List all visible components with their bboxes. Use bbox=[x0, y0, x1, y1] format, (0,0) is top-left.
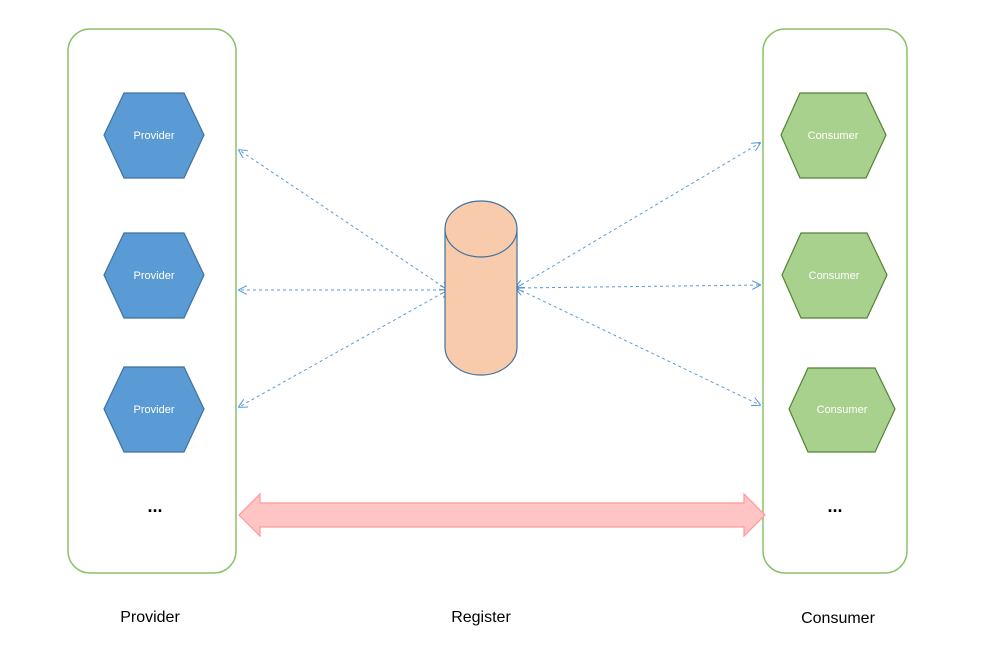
consumer-more: ... bbox=[827, 496, 842, 516]
dashed-arrow bbox=[239, 150, 448, 290]
dashed-arrow bbox=[516, 288, 760, 405]
dashed-arrow bbox=[239, 290, 448, 407]
provider-node: Provider bbox=[103, 92, 205, 179]
provider-hexagon-icon bbox=[103, 232, 205, 319]
provider-label: Provider bbox=[134, 270, 175, 282]
provider-column-label: Provider bbox=[120, 609, 180, 626]
register-cylinder-icon bbox=[444, 200, 518, 376]
consumer-node: Consumer bbox=[788, 367, 896, 453]
consumer-column-label: Consumer bbox=[801, 610, 875, 627]
consumer-node: Consumer bbox=[780, 92, 887, 179]
consumer-label: Consumer bbox=[808, 130, 859, 142]
provider-more: ... bbox=[147, 496, 162, 516]
provider-hexagon-icon bbox=[103, 92, 205, 179]
dashed-arrow bbox=[516, 285, 760, 288]
provider-node: Provider bbox=[103, 232, 205, 319]
consumer-hexagon-icon bbox=[788, 367, 896, 453]
provider-label: Provider bbox=[134, 130, 175, 142]
consumer-node: Consumer bbox=[781, 232, 888, 319]
consumer-hexagon-icon bbox=[781, 232, 888, 319]
provider-node: Provider bbox=[103, 366, 205, 453]
register-column-label: Register bbox=[451, 609, 511, 626]
consumer-hexagon-icon bbox=[780, 92, 887, 179]
provider-label: Provider bbox=[134, 404, 175, 416]
dashed-arrow bbox=[516, 143, 760, 288]
consumer-label: Consumer bbox=[817, 404, 868, 416]
consumer-label: Consumer bbox=[809, 270, 860, 282]
provider-container bbox=[67, 28, 237, 574]
provider-hexagon-icon bbox=[103, 366, 205, 453]
consumer-container bbox=[762, 28, 908, 574]
double-arrow-icon bbox=[238, 492, 766, 538]
